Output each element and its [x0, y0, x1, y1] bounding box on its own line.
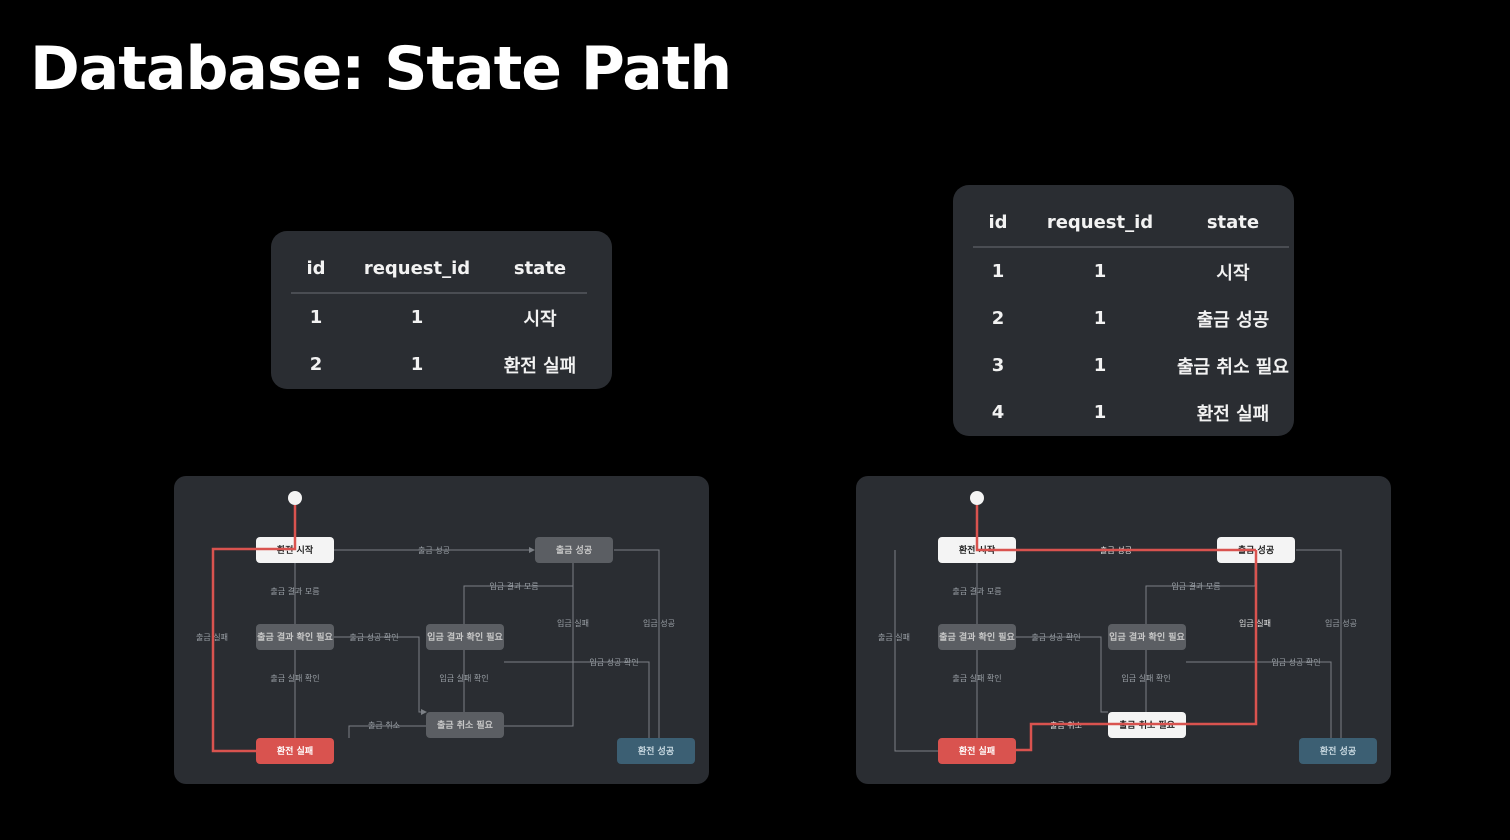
table-header-row: id request_id state	[973, 199, 1289, 248]
edge-label-deposit-success-confirm: 입금 성공 확인	[589, 657, 638, 667]
header-id: id	[973, 199, 1023, 248]
cell-state: 환전 실패	[503, 355, 577, 377]
cell-state: 시작	[1216, 262, 1250, 284]
edge-label-deposit-ambiguous: 입금 결과 모름	[1171, 581, 1220, 591]
state-table: id request_id state 1 1 시작 2 1 환전 실패	[291, 245, 587, 388]
node-label-withdraw-cancel: 출금 취소 필요	[437, 719, 494, 731]
slide-title: Database: State Path	[30, 34, 732, 104]
cell-state: 출금 성공	[1196, 309, 1270, 331]
table-row: 1 1 시작	[973, 247, 1289, 295]
edge-label-deposit-fail: 입금 실패	[557, 618, 589, 628]
cell-id: 2	[309, 354, 323, 375]
header-id: id	[291, 245, 341, 294]
table-row: 4 1 환전 실패	[973, 389, 1289, 436]
state-table: id request_id state 1 1 시작 2 1 출금 성공 3 1…	[973, 199, 1289, 436]
edge-label-deposit-success: 입금 성공	[643, 619, 675, 628]
highlighted-path	[211, 505, 297, 753]
node-success	[1299, 738, 1377, 764]
node-label-deposit-check: 입금 결과 확인 필요	[1109, 631, 1185, 643]
edge-label-withdraw-cancel: 출금 취소	[368, 720, 400, 730]
cell-state: 출금 취소 필요	[1177, 356, 1289, 378]
cell-request-id: 1	[1093, 308, 1107, 329]
cell-id: 1	[991, 261, 1005, 282]
initial-state-dot	[288, 491, 302, 505]
node-withdraw-check	[938, 624, 1016, 650]
node-label-success: 환전 성공	[638, 745, 674, 757]
node-withdraw-check	[256, 624, 334, 650]
edge-label-withdraw-fail: 출금 실패	[878, 632, 910, 642]
node-label-withdraw-check: 출금 결과 확인 필요	[939, 631, 1015, 643]
header-request-id: request_id	[1023, 199, 1177, 248]
cell-id: 4	[991, 402, 1005, 423]
table-header-row: id request_id state	[291, 245, 587, 294]
edge-label-deposit-ambiguous: 입금 결과 모름	[489, 581, 538, 591]
cell-id: 1	[309, 307, 323, 328]
cell-request-id: 1	[410, 307, 424, 328]
node-label-deposit-check: 입금 결과 확인 필요	[427, 631, 503, 643]
cell-request-id: 1	[1093, 355, 1107, 376]
node-fail	[938, 738, 1016, 764]
state-table-left: id request_id state 1 1 시작 2 1 환전 실패	[271, 231, 612, 389]
highlighted-path	[975, 505, 1258, 752]
node-label-withdraw-success: 출금 성공	[556, 544, 592, 556]
table-row: 2 1 출금 성공	[973, 295, 1289, 342]
edge-label-withdraw-success-confirm: 출금 성공 확인	[349, 632, 398, 642]
node-deposit-check	[1108, 624, 1186, 650]
edge-label-withdraw-ambiguous: 출금 결과 모름	[270, 586, 319, 596]
edge-label-withdraw-fail-confirm: 출금 실패 확인	[270, 673, 319, 683]
cell-state: 시작	[523, 308, 557, 330]
table-row: 3 1 출금 취소 필요	[973, 342, 1289, 389]
state-diagram-left: 출금 성공 출금 결과 모름 입금 결과 모름 출금 실패 입금 실패 입금 성…	[174, 476, 709, 784]
node-withdraw-success	[535, 537, 613, 563]
edge-label-deposit-success: 입금 성공	[1325, 619, 1357, 628]
edge-label-deposit-success-confirm: 입금 성공 확인	[1271, 657, 1320, 667]
edge-label-withdraw-success-confirm: 출금 성공 확인	[1031, 632, 1080, 642]
edge-label-deposit-fail-confirm: 입금 실패 확인	[439, 673, 488, 683]
state-machine-diagram: 출금 성공 출금 결과 모름 입금 결과 모름 출금 실패 입금 실패 입금 성…	[196, 491, 695, 764]
diagram-edges	[294, 547, 660, 738]
node-label-fail: 환전 실패	[277, 745, 313, 757]
cell-request-id: 1	[410, 354, 424, 375]
cell-request-id: 1	[1093, 261, 1107, 282]
node-deposit-check	[426, 624, 504, 650]
header-state: state	[1177, 199, 1289, 248]
edge-label-withdraw-fail-confirm: 출금 실패 확인	[952, 673, 1001, 683]
table-row: 2 1 환전 실패	[291, 341, 587, 388]
node-label-success: 환전 성공	[1320, 745, 1356, 757]
node-withdraw-cancel	[426, 712, 504, 738]
node-fail	[256, 738, 334, 764]
state-diagram-right: 출금 성공 출금 결과 모름 입금 결과 모름 출금 실패 입금 실패 입금 성…	[856, 476, 1391, 784]
edge-label-deposit-fail-confirm: 입금 실패 확인	[1121, 673, 1170, 683]
cell-state: 환전 실패	[1196, 403, 1270, 425]
table-row: 1 1 시작	[291, 293, 587, 341]
state-machine-diagram: 출금 성공 출금 결과 모름 입금 결과 모름 출금 실패 입금 실패 입금 성…	[878, 491, 1377, 764]
state-table-right: id request_id state 1 1 시작 2 1 출금 성공 3 1…	[953, 185, 1294, 436]
header-state: state	[493, 245, 587, 294]
node-success	[617, 738, 695, 764]
header-request-id: request_id	[341, 245, 493, 294]
initial-state-dot	[970, 491, 984, 505]
cell-id: 3	[991, 355, 1005, 376]
cell-id: 2	[991, 308, 1005, 329]
edge-label-withdraw-success: 출금 성공	[418, 545, 450, 555]
edge-label-withdraw-ambiguous: 출금 결과 모름	[952, 586, 1001, 596]
diagram-nodes: 환전 시작 출금 성공 출금 결과 확인 필요 입금 결과 확인 필요 출금 취…	[256, 491, 695, 764]
node-label-fail: 환전 실패	[959, 745, 995, 757]
cell-request-id: 1	[1093, 402, 1107, 423]
node-label-withdraw-check: 출금 결과 확인 필요	[257, 631, 333, 643]
